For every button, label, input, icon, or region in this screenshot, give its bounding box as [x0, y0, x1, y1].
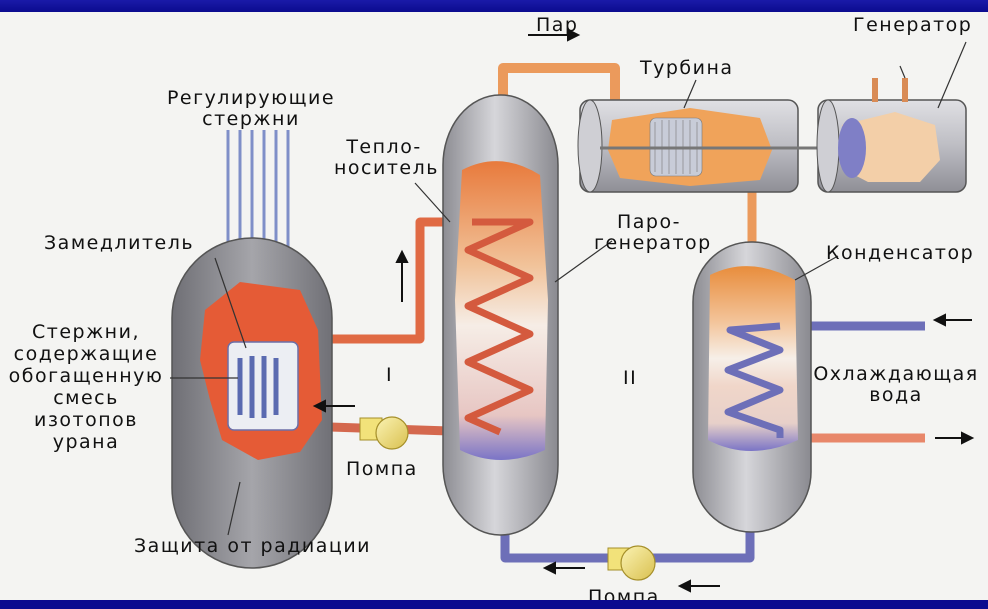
coolant-label-line-1: Тепло- — [334, 137, 434, 158]
fuel-rods-label-line-2: содержащие — [0, 344, 172, 365]
steam-generator-label-line-2: генератор — [594, 233, 704, 254]
coolant-label-line-2: носитель — [334, 158, 434, 179]
turbine — [578, 100, 830, 192]
fuel-rods-label-line-5: изотопов — [0, 410, 172, 431]
condenser-label: Конденсатор — [826, 243, 974, 264]
primary-loop-label: I — [386, 365, 393, 386]
top-frame-bar — [0, 0, 988, 12]
steam-generator-label-line-1: Паро- — [594, 212, 704, 233]
radiation-shield-label: Защита от радиации — [134, 536, 371, 557]
fuel-rods-label-line-3: обогащенную — [0, 366, 172, 387]
diagram-canvas: Регулирующие стержни Тепло- носитель Зам… — [0, 12, 988, 609]
fuel-rods-label-line-1: Стержни, — [0, 322, 172, 343]
reactor-vessel — [172, 238, 332, 568]
control-rods-label-line-2: стержни — [156, 109, 346, 130]
fuel-rods-label-line-4: смесь — [0, 388, 172, 409]
bottom-frame-bar — [0, 600, 988, 609]
generator-terminal-1 — [872, 78, 878, 102]
steam-generator — [443, 95, 558, 535]
pump-primary-label: Помпа — [346, 459, 418, 480]
reactor-diagram-svg — [0, 12, 988, 609]
pump-primary — [360, 417, 408, 449]
moderator-label: Замедлитель — [44, 233, 194, 254]
generator-label: Генератор — [853, 15, 972, 36]
steam-label: Пар — [536, 15, 579, 36]
cooling-water-label-line-2: вода — [806, 385, 986, 406]
control-rods-label-line-1: Регулирующие — [156, 88, 346, 109]
turbine-label: Турбина — [640, 58, 734, 79]
fuel-rods-label-line-6: урана — [0, 432, 172, 453]
condenser — [693, 242, 811, 532]
pump-feedwater — [608, 546, 655, 580]
secondary-loop-label: II — [623, 368, 637, 389]
generator-terminal-2 — [902, 78, 908, 102]
cooling-water-label-line-1: Охлаждающая — [806, 364, 986, 385]
